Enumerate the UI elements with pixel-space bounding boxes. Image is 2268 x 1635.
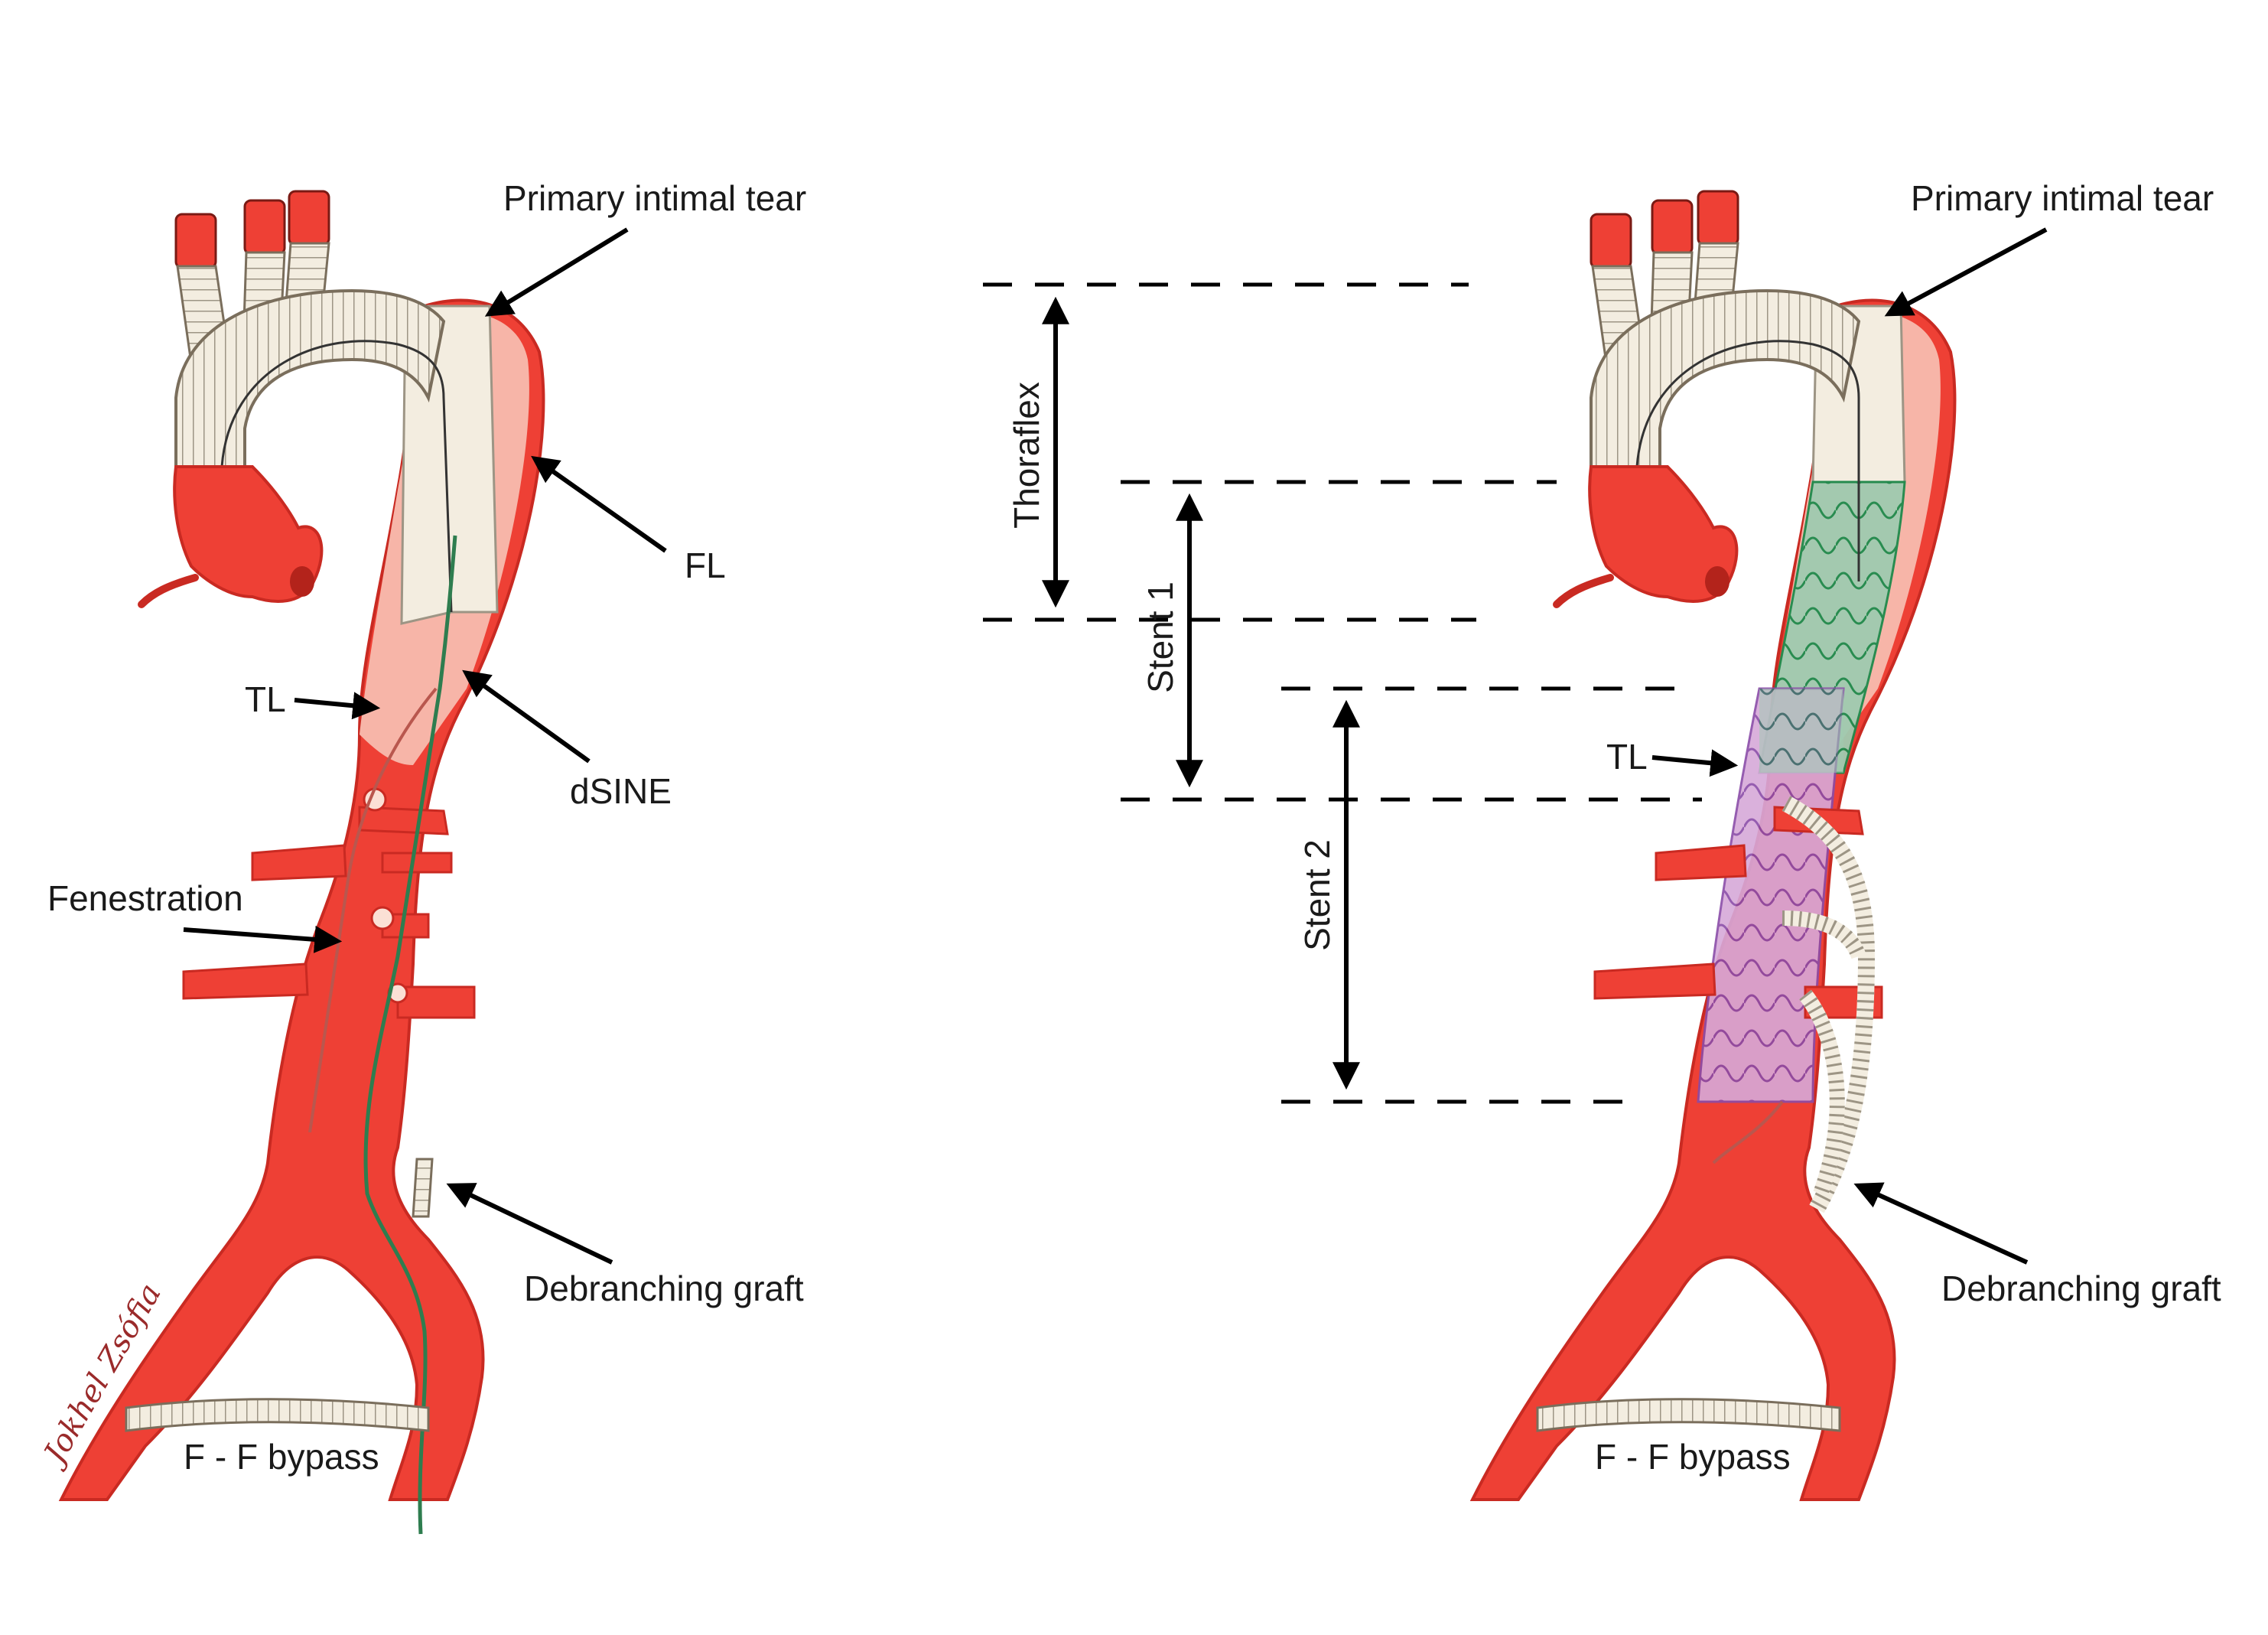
left-primary-tear-label: Primary intimal tear [503, 178, 806, 218]
right-stent-overlap [1759, 689, 1843, 773]
right-coronary [1553, 574, 1614, 608]
left-carotid-cap [243, 199, 286, 256]
left-fl-label: FL [685, 546, 726, 585]
left-guide-wire [363, 535, 457, 1535]
left-branch-right-renal [381, 852, 453, 874]
thoraflex-label: Thoraflex [1007, 382, 1046, 529]
right-ff-bypass-graft [1536, 1398, 1841, 1432]
left-aorta-panel [58, 190, 545, 1535]
left-debranching-label: Debranching graft [524, 1269, 804, 1308]
left-debranching-arrow [446, 1183, 613, 1265]
left-arch-graft [174, 288, 446, 468]
right-coronary-ostium [1705, 566, 1729, 597]
left-branch-celiac [358, 806, 449, 835]
left-ff-bypass-label: F - F bypass [184, 1437, 379, 1477]
right-tl-arrow [1651, 749, 1739, 777]
right-debranch-graft-c [1799, 989, 1845, 1197]
left-dissection-flap [308, 687, 438, 1133]
right-debranching-label: Debranching graft [1941, 1269, 2221, 1308]
left-dsine-label: dSINE [570, 771, 672, 811]
left-fenestration-label: Fenestration [47, 878, 243, 918]
right-arch-guide-line [1635, 340, 1860, 581]
right-dissection-flap [1712, 1100, 1784, 1164]
measurement-guides: Thoraflex Stent 1 Stent 2 [983, 282, 1702, 1104]
right-branch-renal [1593, 962, 1716, 1000]
right-tl-label: TL [1606, 737, 1648, 777]
right-ff-bypass-label: F - F bypass [1595, 1437, 1791, 1477]
left-fl-arrow [531, 455, 667, 553]
stent1-label: Stent 1 [1141, 581, 1180, 693]
right-annotations: Primary intimal tear TL Debranching graf… [1595, 178, 2221, 1477]
right-brachiocephalic-cap [1590, 213, 1632, 269]
left-aortic-root [173, 465, 324, 603]
left-brachiocephalic-cap [174, 213, 217, 269]
left-branch-renal-b [396, 985, 476, 1019]
left-fenestration-2 [370, 906, 395, 930]
left-fenestration-arrow [183, 925, 343, 953]
left-primary-tear-arrow [484, 227, 629, 317]
left-branch-left-renal [182, 962, 309, 1000]
left-tl-label: TL [245, 679, 286, 719]
left-dsine-arrow [462, 669, 591, 764]
right-debranch-graft-a-rings [1782, 796, 1876, 1213]
right-debranching-arrow [1853, 1182, 2029, 1265]
right-arch-graft [1590, 288, 1861, 468]
right-primary-tear-arrow [1884, 227, 2048, 317]
right-aorta-panel [1469, 190, 1957, 1501]
right-debranch-graft-b [1782, 910, 1866, 959]
right-subclavian-cap [1697, 190, 1739, 246]
left-coronary-ostium [290, 566, 314, 597]
right-carotid-cap [1651, 199, 1694, 256]
left-coronary [138, 574, 199, 608]
left-tl-arrow [294, 692, 381, 720]
left-subclavian-cap [288, 190, 330, 246]
stent2-label: Stent 2 [1297, 839, 1337, 951]
right-branch-sma [1655, 844, 1747, 881]
left-ff-bypass-graft [125, 1398, 430, 1432]
right-aortic-root [1588, 465, 1739, 603]
right-primary-tear-label: Primary intimal tear [1911, 178, 2214, 218]
left-arch-guide-line [220, 340, 453, 613]
left-debranching-graft [412, 1158, 434, 1218]
left-branch-sma [251, 844, 347, 881]
